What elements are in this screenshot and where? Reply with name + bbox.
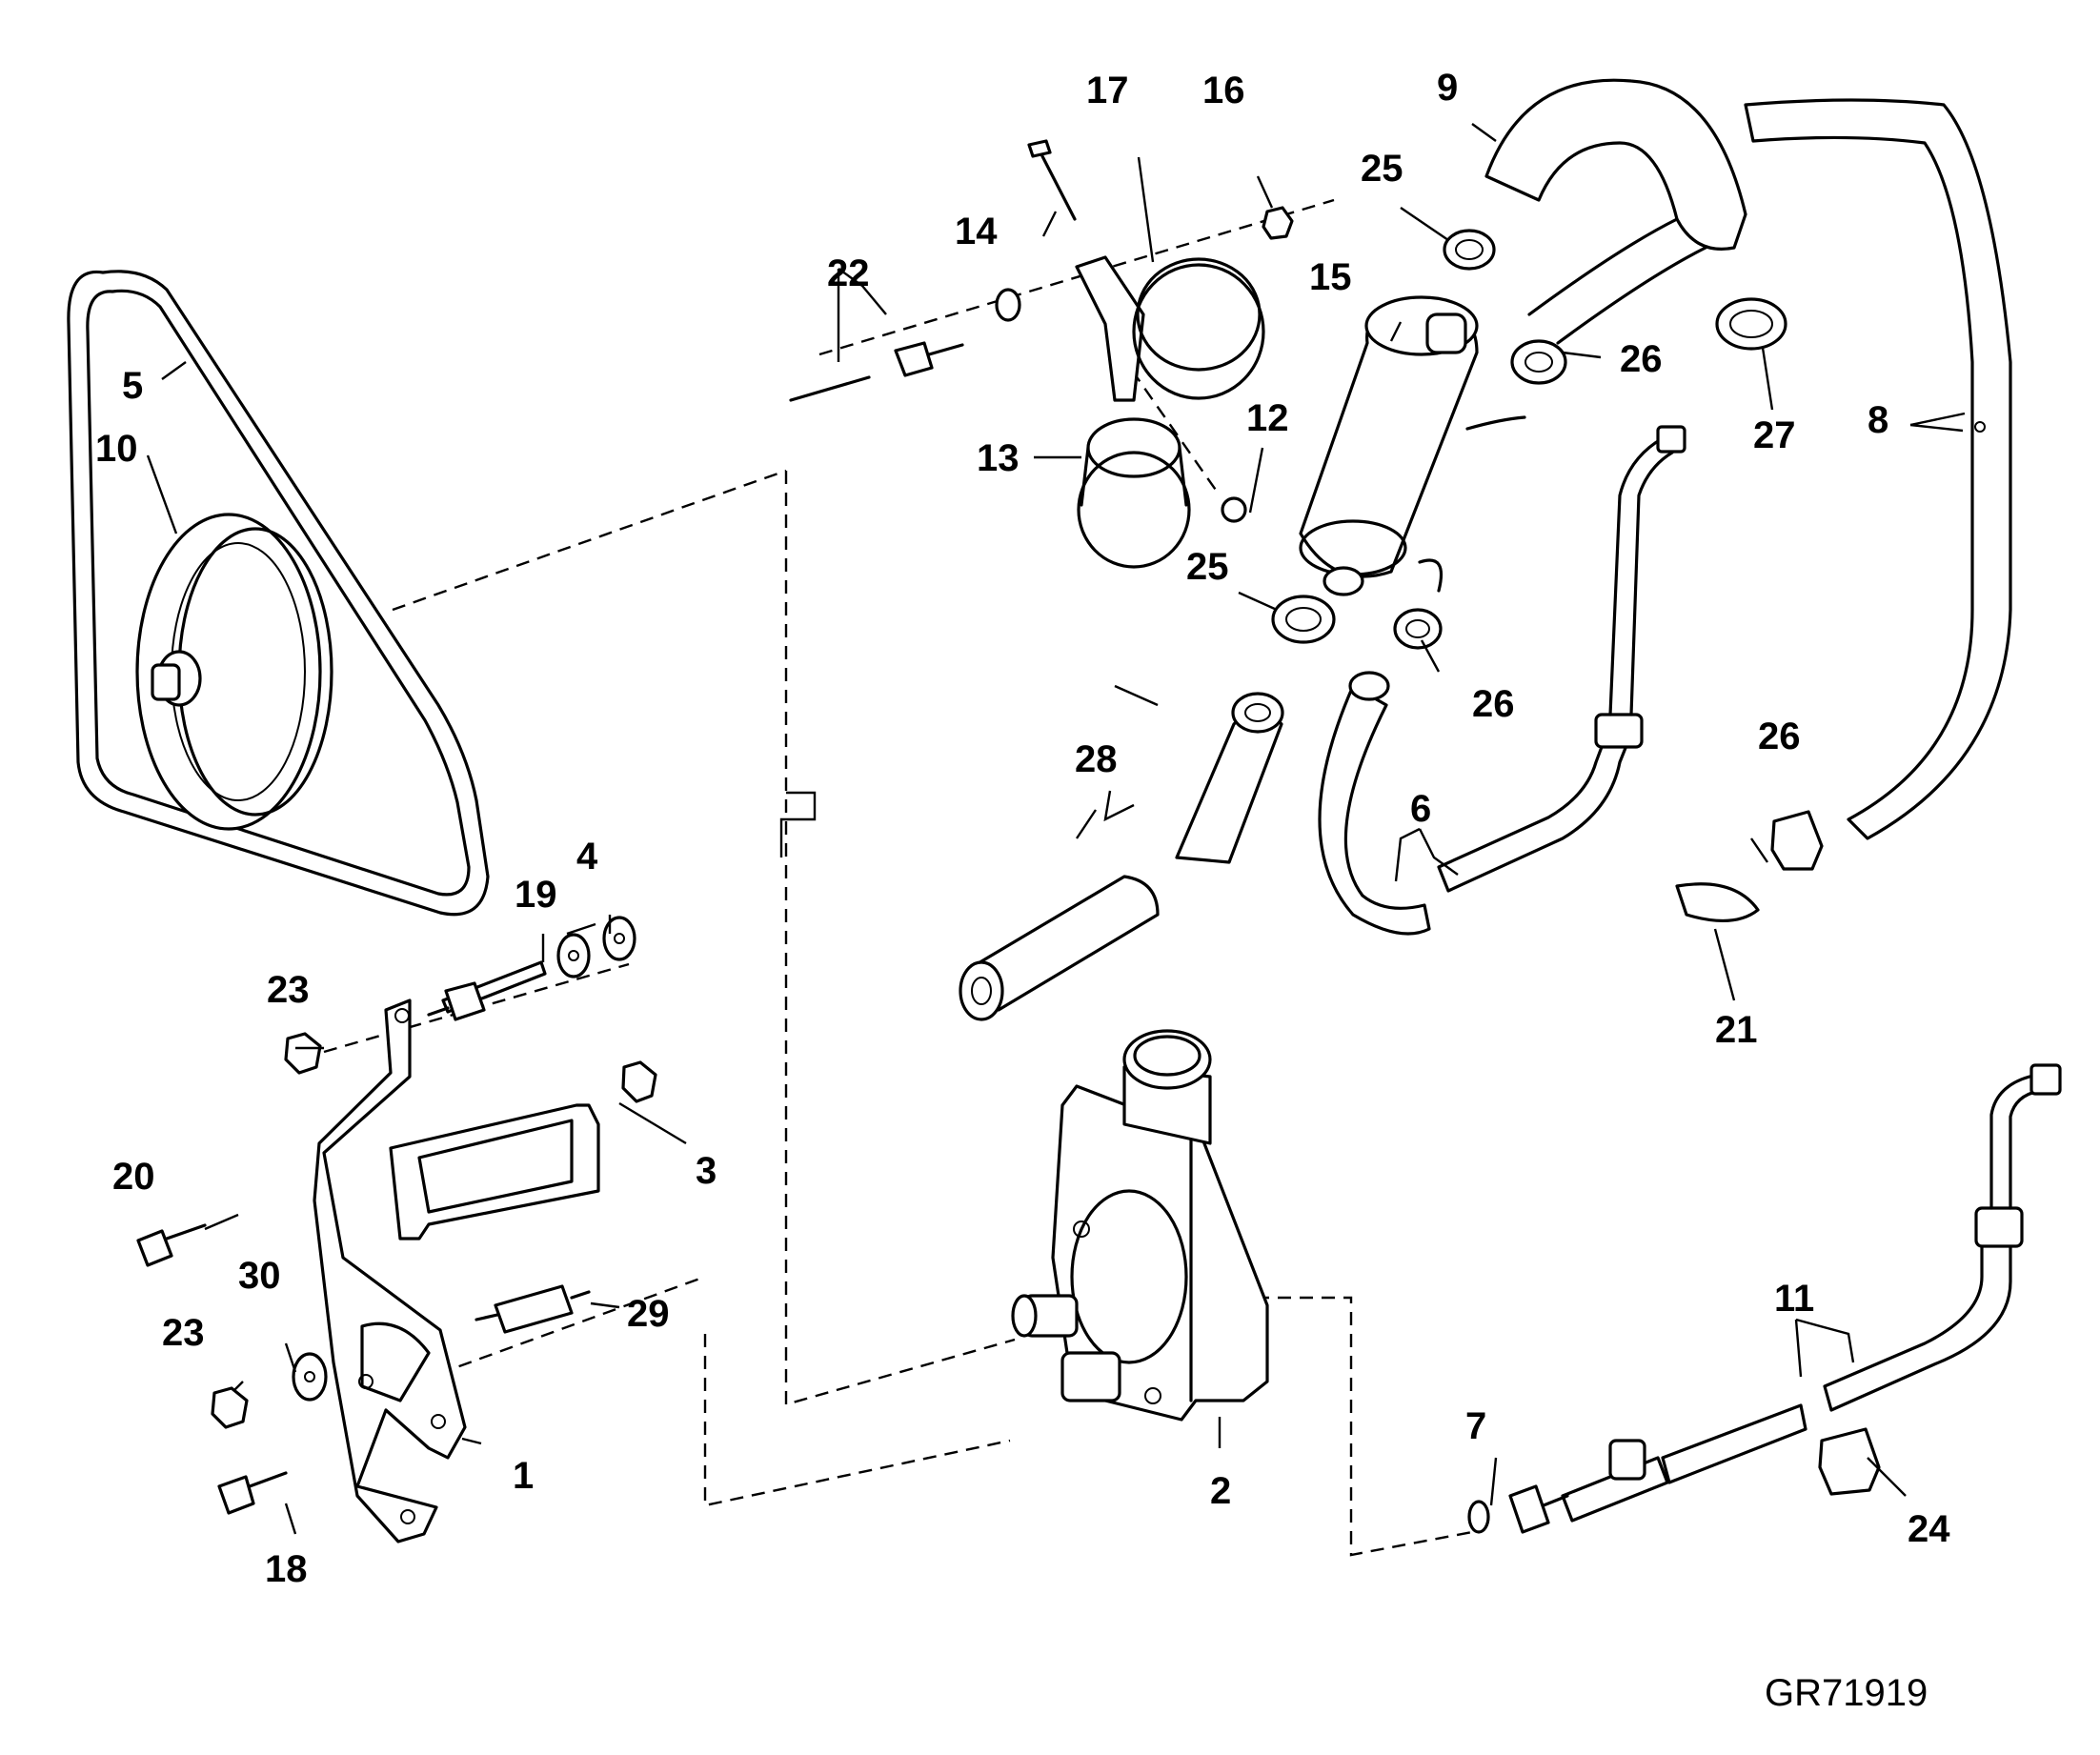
callout-9: 9 (1437, 67, 1458, 109)
callout-7: 7 (1465, 1405, 1486, 1447)
part-4-washers (556, 916, 636, 978)
part-6-pressure-hose (1318, 425, 1686, 936)
callout-27: 27 (1753, 414, 1796, 456)
callout-20: 20 (112, 1156, 155, 1198)
callout-1: 1 (513, 1455, 534, 1497)
leader-lines (146, 123, 1966, 1535)
callout-29: 29 (627, 1293, 670, 1335)
callout-5: 5 (122, 365, 143, 407)
part-24-clamp (1818, 1427, 1881, 1496)
part-5-drive-belt (67, 270, 490, 917)
part-23-nut-lower (211, 1386, 249, 1429)
part-1-mounting-bracket (313, 999, 600, 1543)
part-29-spacer (475, 1284, 591, 1334)
part-23-nut-upper (284, 1032, 322, 1075)
figure-id: GR71919 (1765, 1672, 1928, 1714)
part-8-fitting (1974, 421, 1986, 433)
callout-6: 6 (1410, 788, 1431, 830)
callout-22: 22 (827, 252, 870, 294)
part-19-stud (427, 960, 547, 1021)
part-16-nut (1262, 206, 1294, 240)
part-22-bolt-and-stud (789, 288, 1021, 402)
callout-30: 30 (238, 1255, 281, 1297)
callout-25-lower: 25 (1186, 546, 1229, 588)
part-30-washer (292, 1352, 328, 1402)
part-12-nut (1221, 496, 1247, 523)
part-18-bolt (217, 1471, 288, 1515)
callout-12: 12 (1246, 397, 1289, 439)
part-7-o-ring (1467, 1500, 1490, 1534)
part-3-nut (621, 1060, 657, 1103)
part-25-clamp-lower (1271, 595, 1336, 644)
part-11-pressure-hose (1508, 1063, 2062, 1534)
part-26-clamp-right (1770, 810, 1824, 871)
callout-19: 19 (515, 874, 557, 916)
callout-14: 14 (955, 211, 998, 252)
callout-28: 28 (1075, 738, 1118, 780)
part-15-oil-cooler (1299, 295, 1526, 596)
callout-23: 23 (267, 969, 310, 1011)
part-20-bolt (136, 1223, 207, 1267)
callout-17: 17 (1086, 70, 1129, 111)
part-2-power-steering-pump (1011, 1029, 1269, 1422)
part-25-clamp-upper (1443, 229, 1496, 271)
callout-8: 8 (1868, 399, 1888, 441)
callout-labels: 1 2 3 4 5 6 7 8 9 10 11 12 13 14 15 16 1… (95, 67, 1950, 1590)
part-28-inlet-hose (959, 692, 1284, 1021)
callout-18: 18 (265, 1548, 308, 1590)
callout-13: 13 (977, 437, 1020, 479)
part-9-return-hose (1484, 78, 2012, 840)
part-14-bolt (1027, 139, 1077, 221)
callout-16: 16 (1202, 70, 1245, 111)
callout-25: 25 (1361, 148, 1403, 190)
part-27-clamp (1715, 297, 1787, 351)
callout-3: 3 (696, 1150, 717, 1192)
alignment-lines (323, 198, 1473, 1557)
callout-23-lower: 23 (162, 1312, 205, 1354)
callout-15: 15 (1309, 256, 1352, 298)
part-17-clamp-bracket (1075, 255, 1265, 402)
part-26-clamp-middle (1393, 608, 1443, 650)
callout-24: 24 (1908, 1508, 1950, 1550)
callout-11: 11 (1774, 1278, 1814, 1320)
part-13-clamp-band (1077, 417, 1191, 569)
callout-2: 2 (1210, 1470, 1231, 1512)
callout-10: 10 (95, 428, 138, 470)
part-21-clip (1675, 882, 1760, 922)
callout-26-right: 26 (1758, 716, 1801, 757)
callout-26-middle: 26 (1472, 683, 1515, 725)
callout-26: 26 (1620, 338, 1663, 380)
callout-21: 21 (1715, 1009, 1758, 1051)
part-10-pulley (135, 513, 333, 831)
part-26-clamp-upper (1510, 339, 1567, 385)
callout-4: 4 (576, 836, 598, 878)
